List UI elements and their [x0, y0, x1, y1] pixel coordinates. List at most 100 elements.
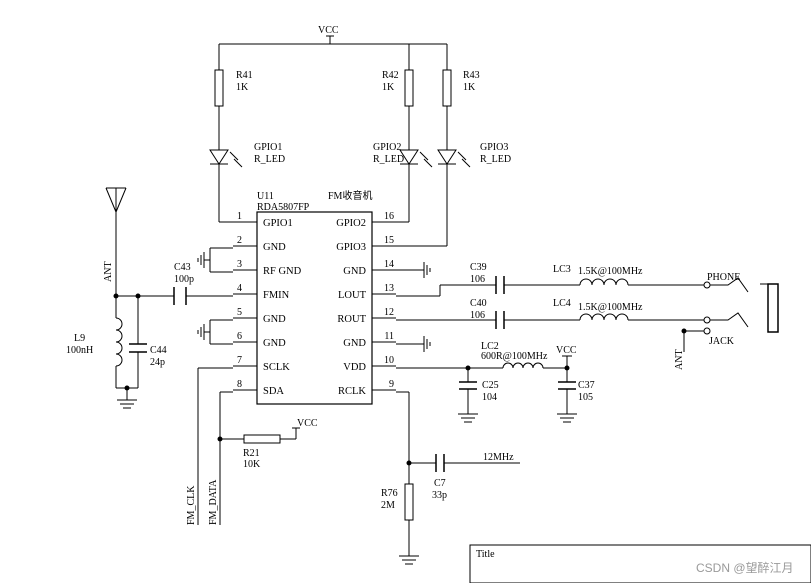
chip-pin-name: VDD — [343, 362, 366, 373]
r42-ref: R42 — [382, 70, 399, 81]
c43-value: 100p — [174, 274, 194, 285]
chip-pin-name: FMIN — [263, 290, 290, 301]
chip-pin-number: 16 — [384, 211, 394, 222]
r42-branch — [372, 44, 433, 223]
chip-pin-name: GND — [343, 338, 366, 349]
chip-pin-name: RF GND — [263, 266, 302, 277]
r21-vcc-label: VCC — [297, 418, 318, 429]
chip-pin-number: 5 — [237, 307, 242, 318]
c37-capacitor — [557, 368, 577, 423]
lc3-inductor — [579, 278, 629, 286]
r21-ref: R21 — [243, 448, 260, 459]
vcc-top-rail — [219, 35, 447, 45]
rclk-net — [396, 391, 436, 484]
r76-value: 2M — [381, 500, 395, 511]
chip-pin-name: GND — [263, 314, 286, 325]
c39-value: 106 — [470, 274, 485, 285]
chip-pin-name: GPIO1 — [263, 218, 293, 229]
lc2-value: 600R@100MHz — [481, 351, 548, 362]
c40-ref: C40 — [470, 298, 487, 309]
r43-resistor — [442, 69, 452, 107]
chip-pin-number: 1 — [237, 211, 242, 222]
phone-net-label: PHONE — [707, 272, 740, 283]
led-gpio3-symbol — [437, 149, 457, 165]
chip-function: FM收音机 — [328, 189, 372, 202]
watermark: CSDN @望醉江月 — [696, 560, 794, 575]
c37-ref: C37 — [578, 380, 595, 391]
vdd-net — [396, 355, 572, 371]
antenna-symbol — [105, 187, 127, 296]
led-gpio2-type: R_LED — [373, 154, 404, 165]
fm-data-label: FM_DATA — [208, 479, 219, 525]
led-gpio1-symbol — [209, 149, 229, 165]
sclk-net — [197, 367, 233, 525]
r76-ref: R76 — [381, 488, 398, 499]
led-gpio1-net: GPIO1 — [254, 142, 282, 153]
c44-capacitor — [116, 296, 147, 409]
c7-ref: C7 — [434, 478, 446, 489]
title-block-label: Title — [476, 549, 495, 560]
c39-ref: C39 — [470, 262, 487, 273]
chip-pin-number: 12 — [384, 307, 394, 318]
clk-12mhz-label: 12MHz — [483, 452, 514, 463]
chip-pin-number: 3 — [237, 259, 242, 270]
chip-ref: U11 — [257, 191, 274, 202]
c43-capacitor — [173, 287, 187, 305]
r41-value: 1K — [236, 82, 249, 93]
chip-pin-name: RCLK — [338, 386, 366, 397]
c44-value: 24p — [150, 357, 165, 368]
sda-net — [217, 391, 244, 525]
chip-pin-number: 14 — [384, 259, 394, 270]
c40-value: 106 — [470, 310, 485, 321]
c7-capacitor — [435, 454, 520, 472]
chip-pin-name: GND — [263, 338, 286, 349]
l9-inductor — [115, 296, 123, 388]
led-gpio2-net: GPIO2 — [373, 142, 401, 153]
gnd-pin-14 — [396, 262, 431, 278]
lout-net — [396, 276, 711, 297]
lc3-value: 1.5K@100MHz — [578, 266, 643, 277]
chip-pin-number: 6 — [237, 331, 242, 342]
chip-pin-number: 11 — [384, 331, 394, 342]
chip-pin-number: 13 — [384, 283, 394, 294]
c43-ref: C43 — [174, 262, 191, 273]
r42-value: 1K — [382, 82, 395, 93]
headphone-jack-symbol — [681, 277, 779, 352]
chip-pin-number: 2 — [237, 235, 242, 246]
chip-pin-number: 15 — [384, 235, 394, 246]
chip-pin-name: GPIO3 — [336, 242, 366, 253]
r21-value: 10K — [243, 459, 261, 470]
ant-net-label: ANT — [103, 261, 114, 282]
c44-ref: C44 — [150, 345, 167, 356]
r43-branch — [372, 44, 471, 247]
gnd-pins-5-6 — [197, 319, 233, 345]
lc4-ref: LC4 — [553, 298, 571, 309]
chip-pin-number: 8 — [237, 379, 242, 390]
led-gpio2-symbol — [399, 149, 419, 165]
r21-resistor — [243, 427, 300, 444]
c7-value: 33p — [432, 490, 447, 501]
c37-value: 105 — [578, 392, 593, 403]
chip-pin-number: 4 — [237, 283, 242, 294]
chip-right-pins: 16GPIO215GPIO314GND13LOUT12ROUT11GND10VD… — [336, 211, 396, 397]
r41-ref: R41 — [236, 70, 253, 81]
jack-ant-label: ANT — [674, 349, 685, 370]
chip-part: RDA5807FP — [257, 202, 310, 213]
chip-pin-name: GND — [263, 242, 286, 253]
chip-u11-body — [256, 211, 373, 405]
vdd-vcc-label: VCC — [556, 345, 577, 356]
chip-pin-name: GPIO2 — [336, 218, 366, 229]
